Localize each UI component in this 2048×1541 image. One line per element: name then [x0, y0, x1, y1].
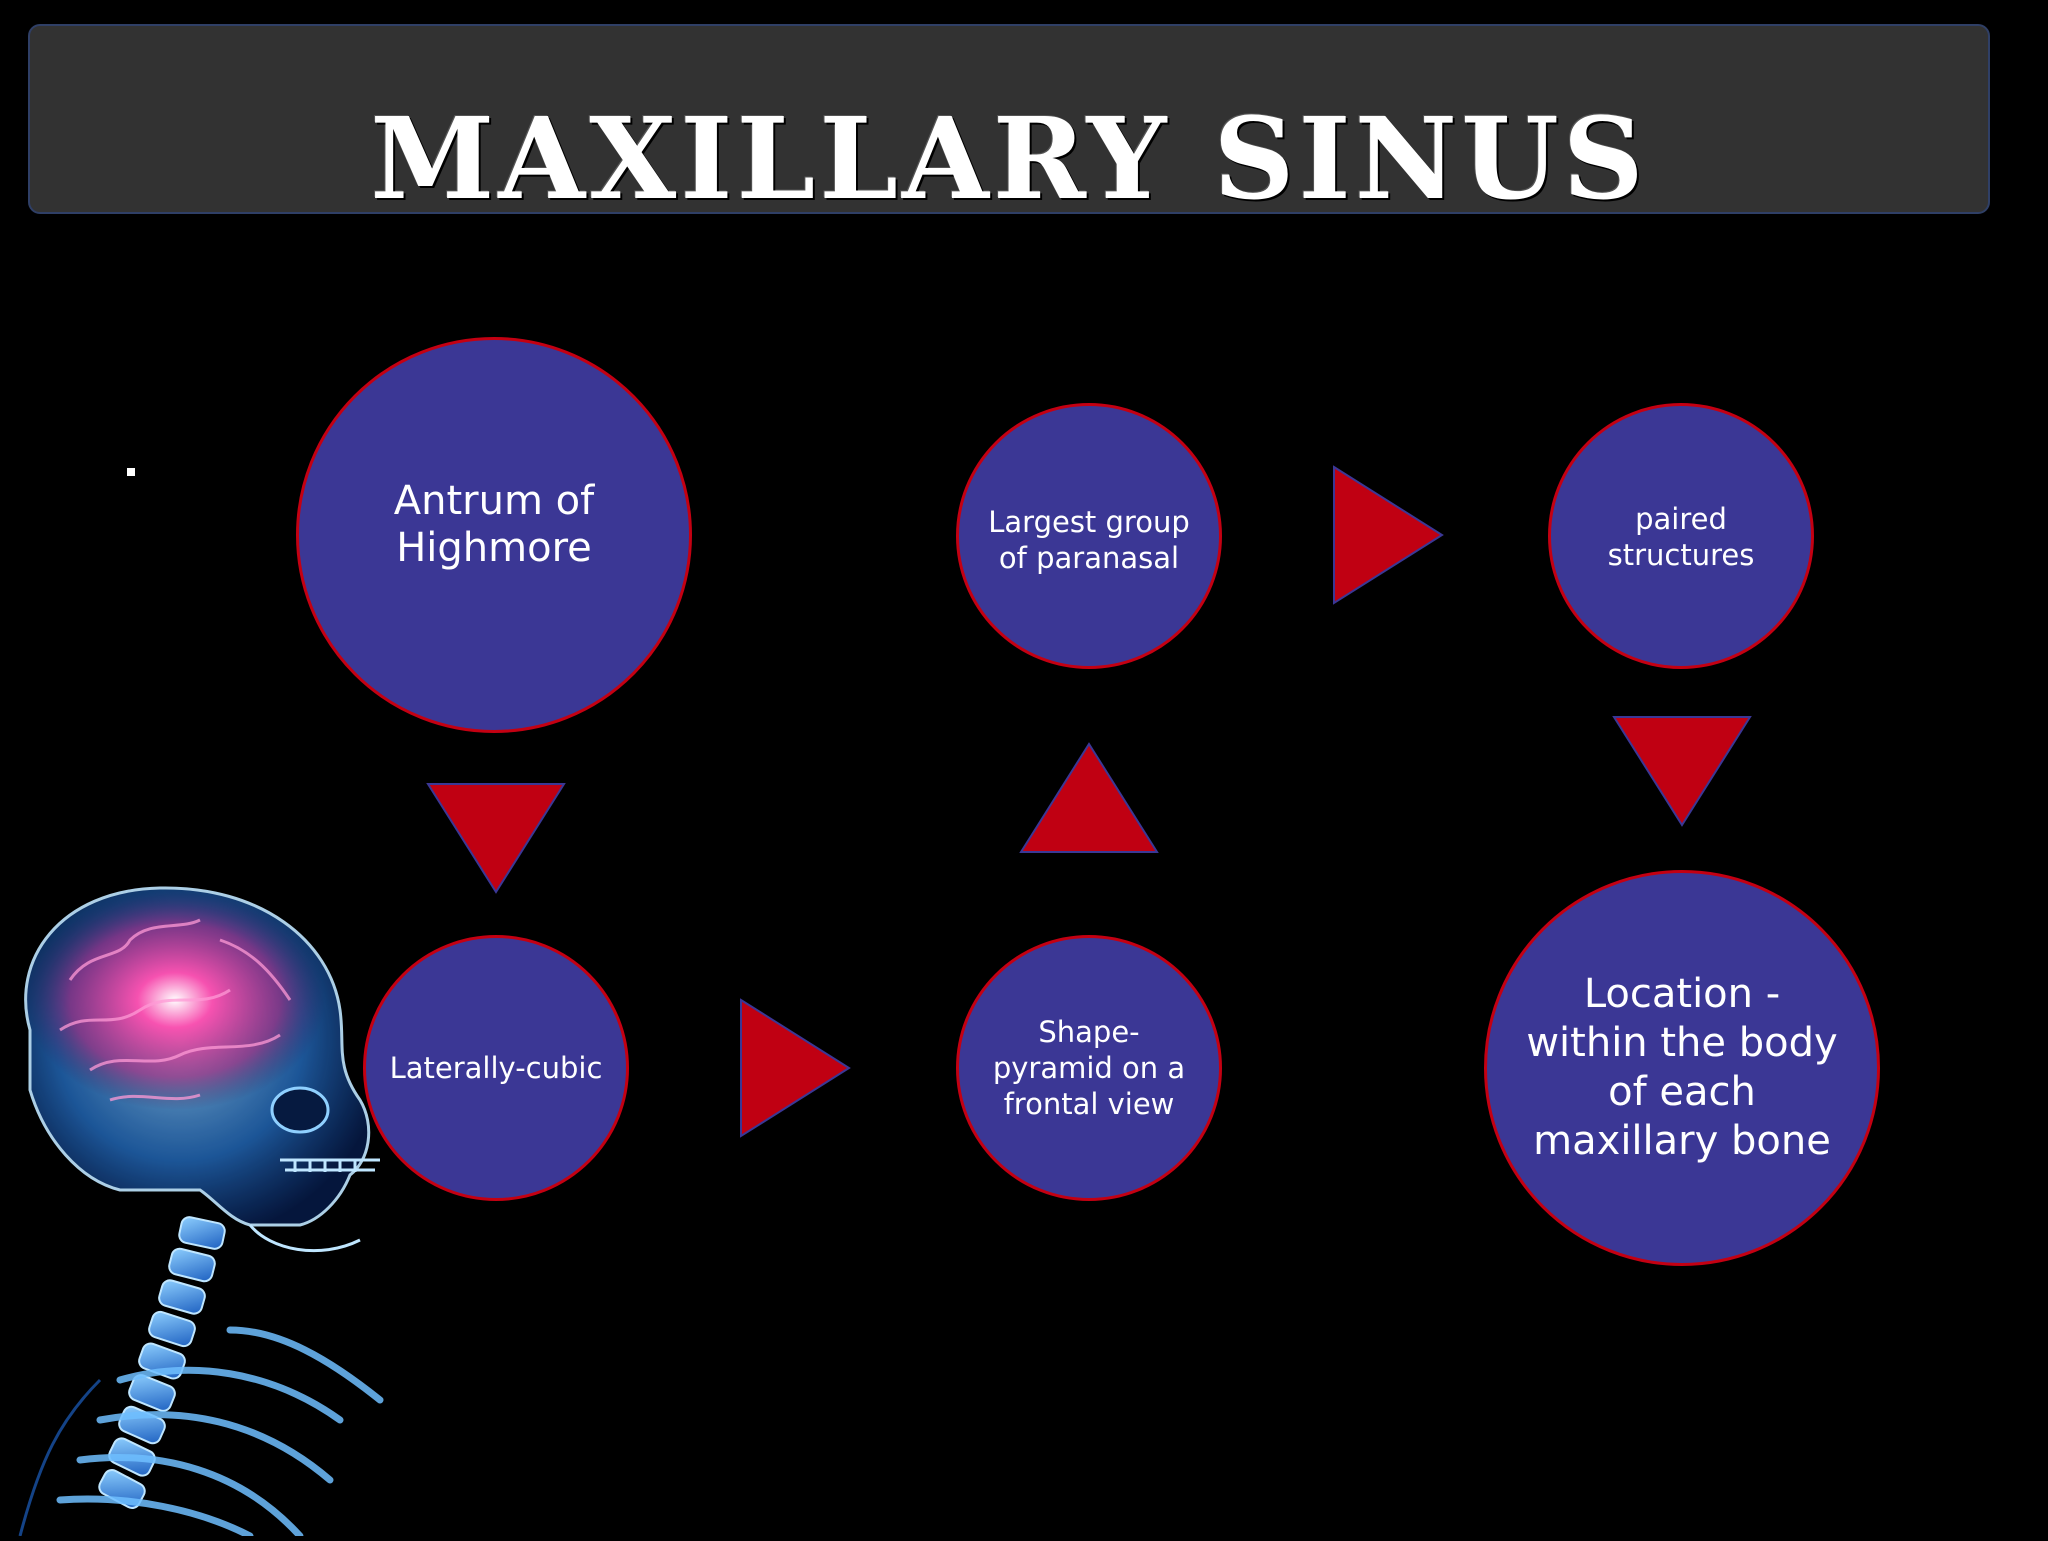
- node-largest-group: Largest group of paranasal: [956, 403, 1222, 669]
- arrow-up-icon: [1019, 742, 1159, 854]
- node-location-label: Location - within the body of each maxil…: [1526, 971, 1838, 1164]
- bullet-dot: [127, 468, 135, 476]
- node-laterally-cubic: Laterally-cubic: [363, 935, 629, 1201]
- arrow-right-top-icon: [1332, 465, 1444, 605]
- arrow-right-bottom-icon: [739, 998, 851, 1138]
- node-shape-pyramid: Shape-pyramid on a frontal view: [956, 935, 1222, 1201]
- node-antrum-label: Antrum of Highmore: [393, 477, 595, 571]
- arrow-down-right-icon: [1612, 715, 1752, 827]
- node-location: Location - within the body of each maxil…: [1484, 870, 1880, 1266]
- node-paired-label: paired structures: [1607, 501, 1755, 572]
- node-laterally-label: Laterally-cubic: [389, 1050, 603, 1085]
- arrow-down-left-icon: [426, 782, 566, 894]
- node-largest-label: Largest group of paranasal: [988, 504, 1190, 575]
- slide-title: MAXILLARY SINUS: [370, 94, 1648, 225]
- skeleton-brain-illustration: [0, 860, 420, 1540]
- node-paired-structures: paired structures: [1548, 403, 1814, 669]
- node-shape-label: Shape-pyramid on a frontal view: [992, 1014, 1186, 1122]
- title-bar: MAXILLARY SINUS: [28, 24, 1990, 225]
- node-antrum-of-highmore: Antrum of Highmore: [296, 337, 692, 733]
